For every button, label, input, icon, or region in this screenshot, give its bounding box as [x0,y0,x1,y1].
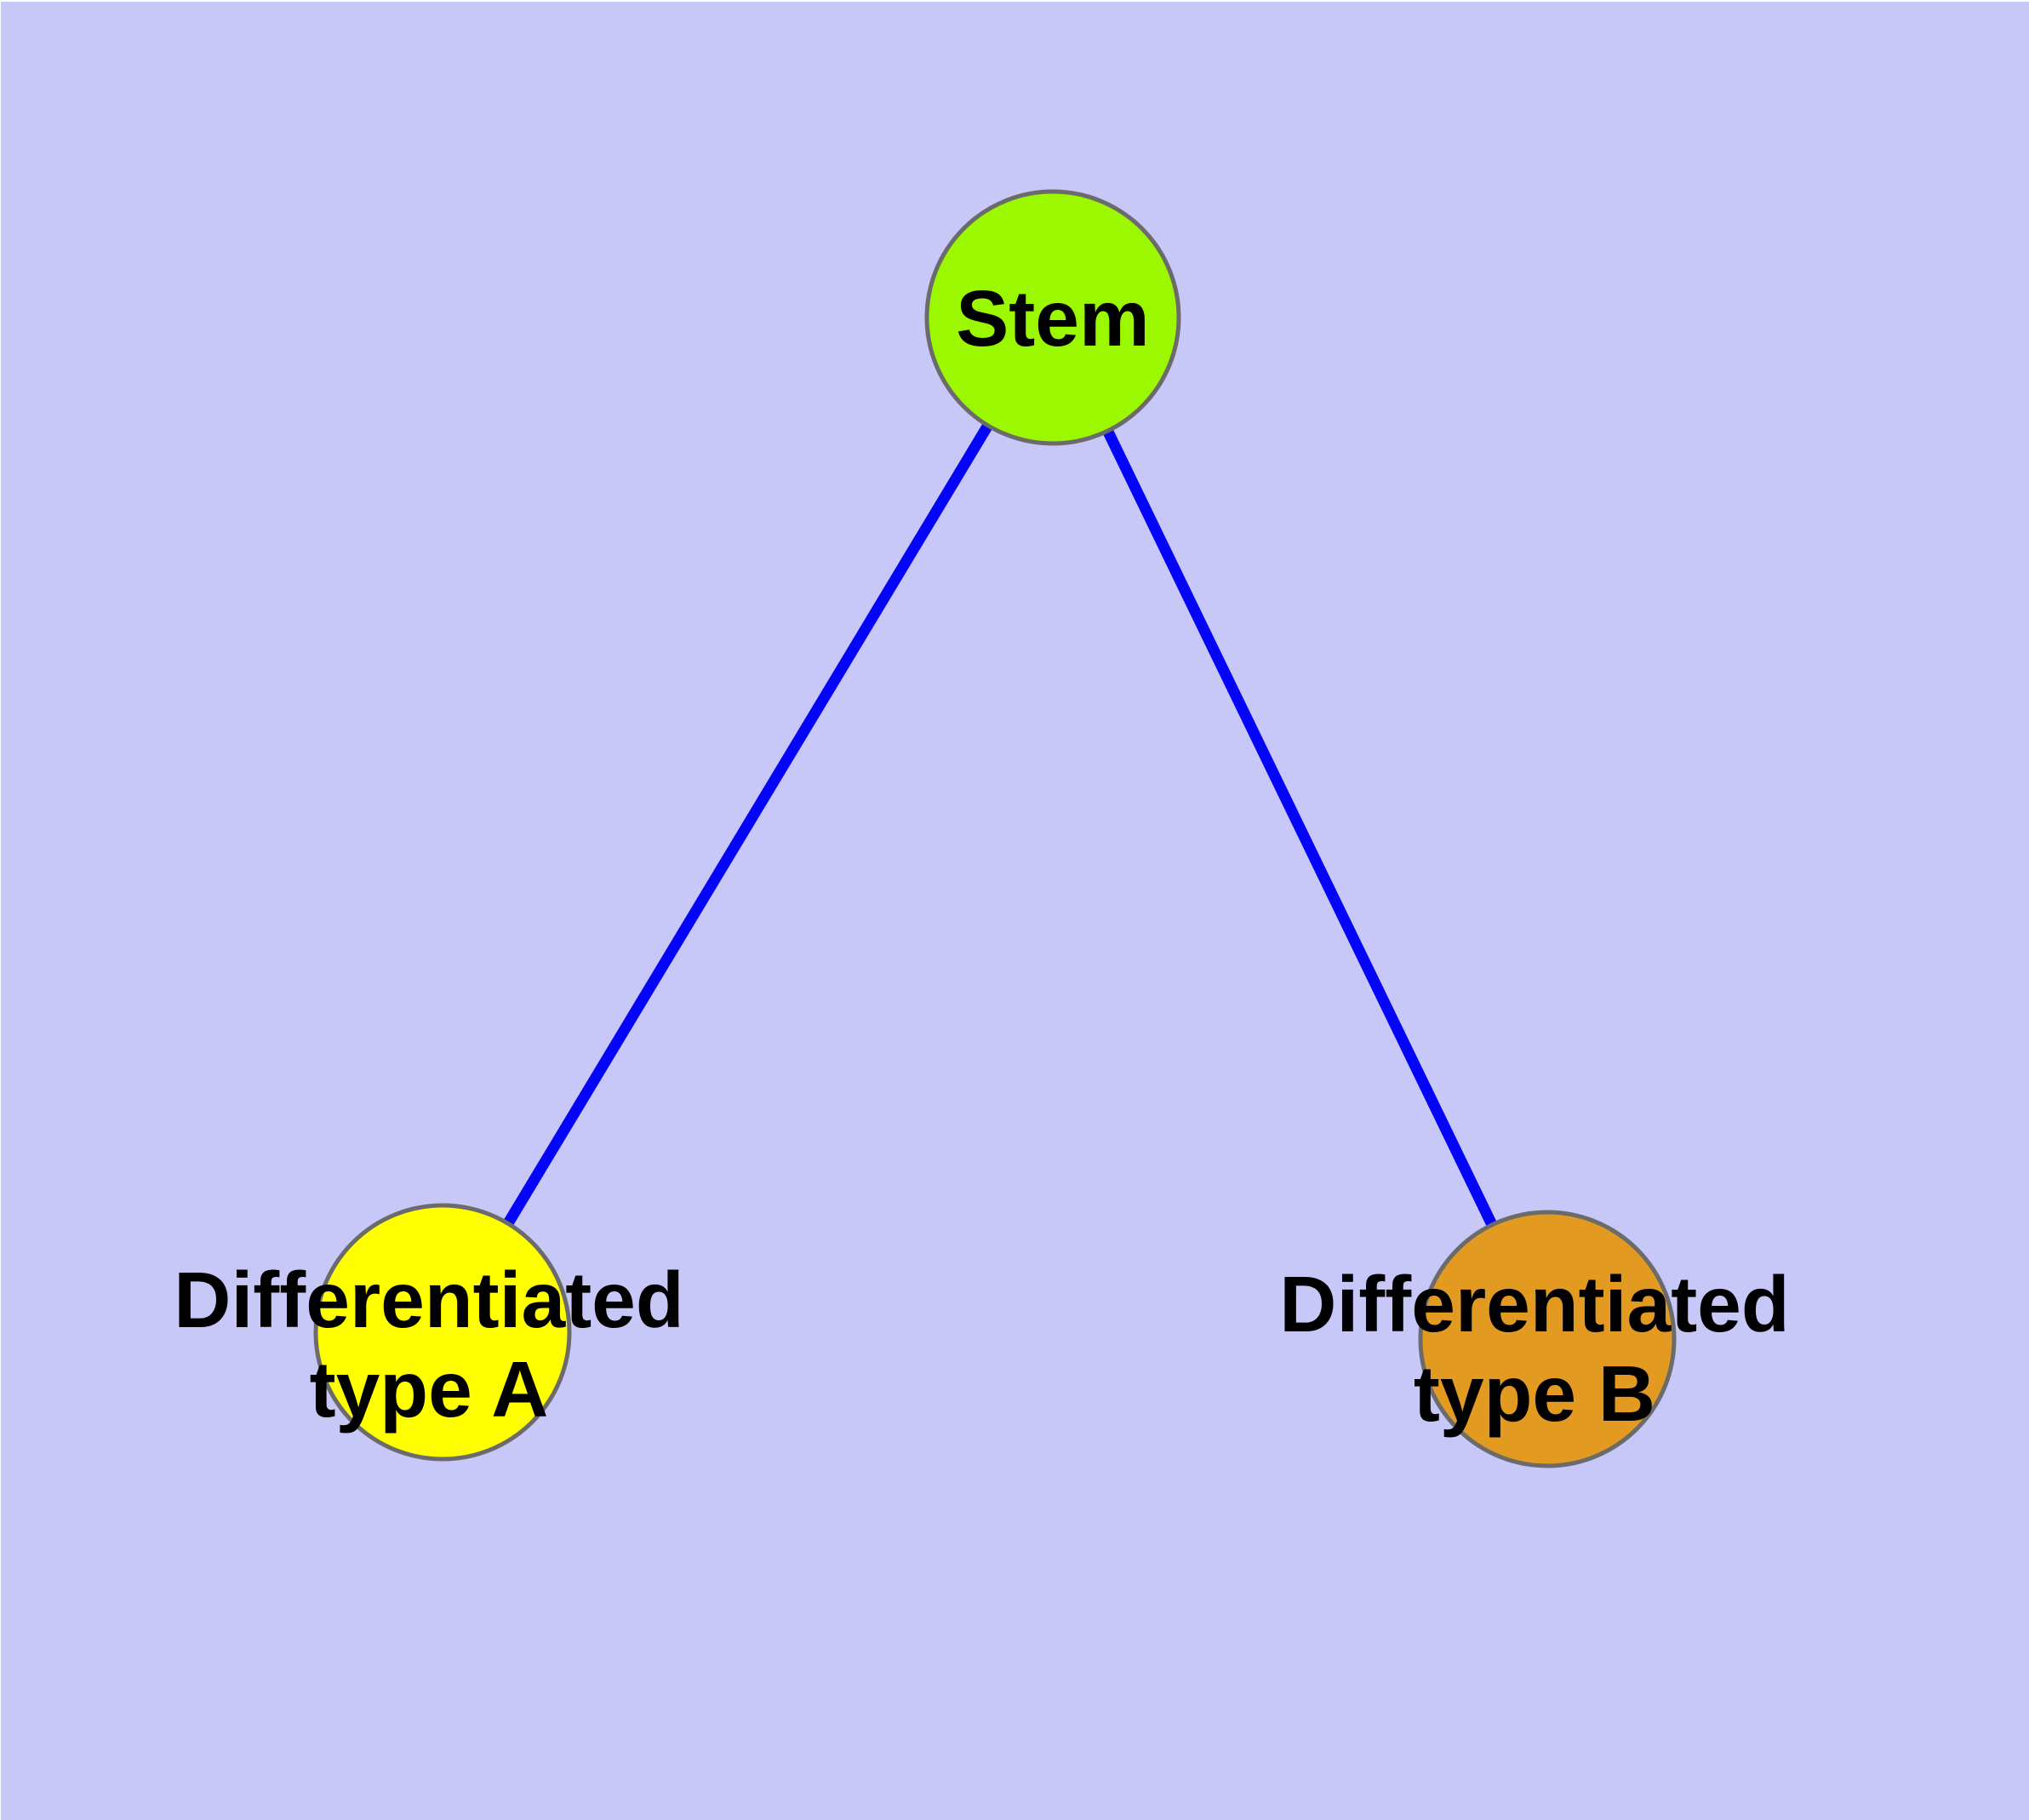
edge-stem-to-type-b [1048,315,1552,1342]
node-differentiated-type-b [1418,1210,1677,1468]
node-stem-label: Stem [956,274,1149,363]
node-type-b-label-line2: type B [1414,1349,1655,1438]
node-type-b-label-line1: Differentiated [1279,1260,1789,1348]
node-stem [924,189,1181,446]
node-type-a-label-line2: type A [310,1345,549,1434]
node-differentiated-type-a [313,1203,572,1462]
node-type-a-label-line1: Differentiated [174,1256,683,1344]
edge-stem-to-type-a [437,314,1058,1336]
